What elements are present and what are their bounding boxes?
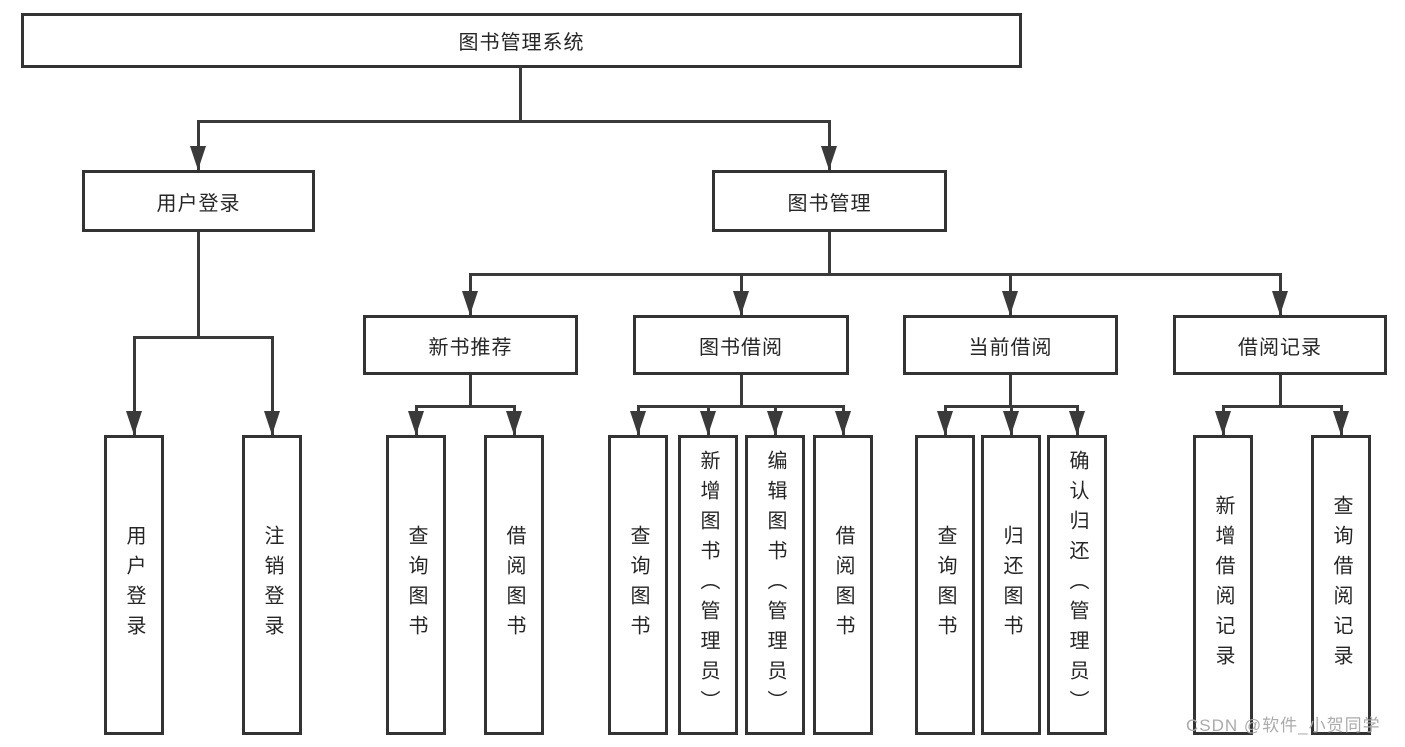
csdn-watermark: CSDN @软件_小贺同学 bbox=[1186, 716, 1381, 735]
connector-book-borrow-splitter bbox=[637, 405, 845, 408]
arrow-down-icon bbox=[1002, 291, 1018, 315]
arrow-down-icon bbox=[630, 411, 646, 435]
connector-root-splitter bbox=[197, 120, 831, 123]
connector-current-borrow-stem bbox=[1009, 375, 1012, 405]
node-new-book-recommend: 新书推荐 bbox=[363, 315, 578, 375]
node-borrow-records: 借阅记录 bbox=[1173, 315, 1387, 375]
connector-drop-book-management bbox=[828, 120, 831, 170]
connector-drop-leaf bbox=[133, 336, 136, 435]
leaf-query-books-current-label: 查询图书 bbox=[934, 525, 956, 645]
arrow-down-icon bbox=[821, 146, 837, 170]
arrow-down-icon bbox=[408, 411, 424, 435]
leaf-add-books-admin: 新增图书（管理员） bbox=[678, 435, 738, 735]
arrow-down-icon bbox=[1003, 411, 1019, 435]
leaf-borrow-books-recommend: 借阅图书 bbox=[484, 435, 544, 735]
arrow-down-icon bbox=[462, 291, 478, 315]
arrow-down-icon bbox=[733, 291, 749, 315]
node-borrow-records-label: 借阅记录 bbox=[1238, 336, 1322, 359]
arrow-down-icon bbox=[767, 411, 783, 435]
node-book-borrow-label: 图书借阅 bbox=[699, 336, 783, 359]
connector-book-management-splitter bbox=[469, 273, 1281, 276]
node-root-label: 图书管理系统 bbox=[458, 32, 585, 54]
connector-user-login-stem bbox=[197, 232, 200, 336]
leaf-logout: 注销登录 bbox=[242, 435, 302, 735]
arrow-down-icon bbox=[126, 411, 142, 435]
leaf-query-borrow-record-label: 查询借阅记录 bbox=[1330, 495, 1352, 675]
node-current-borrow-label: 当前借阅 bbox=[968, 336, 1053, 359]
leaf-confirm-return-admin: 确认归还（管理员） bbox=[1047, 435, 1107, 735]
leaf-logout-label: 注销登录 bbox=[261, 525, 283, 645]
leaf-confirm-return-admin-label: 确认归还（管理员） bbox=[1066, 450, 1088, 720]
leaf-query-books-borrow: 查询图书 bbox=[608, 435, 668, 735]
arrow-down-icon bbox=[700, 411, 716, 435]
arrow-down-icon bbox=[1333, 411, 1349, 435]
leaf-add-books-admin-label: 新增图书（管理员） bbox=[697, 450, 719, 720]
arrow-down-icon bbox=[937, 411, 953, 435]
arrow-down-icon bbox=[1272, 291, 1288, 315]
connector-borrow-records-stem bbox=[1279, 375, 1282, 405]
connector-new-book-recommend-splitter bbox=[415, 405, 515, 408]
arrow-down-icon bbox=[190, 146, 206, 170]
node-user-login-label: 用户登录 bbox=[156, 192, 241, 215]
leaf-add-borrow-record-label: 新增借阅记录 bbox=[1212, 495, 1234, 675]
connector-drop-leaf bbox=[271, 336, 274, 435]
node-book-management-label: 图书管理 bbox=[787, 192, 872, 215]
arrow-down-icon bbox=[264, 411, 280, 435]
node-new-book-recommend-label: 新书推荐 bbox=[428, 336, 513, 359]
node-book-management: 图书管理 bbox=[712, 170, 947, 232]
leaf-return-books: 归还图书 bbox=[981, 435, 1041, 735]
leaf-user-login-label: 用户登录 bbox=[123, 525, 145, 645]
node-book-borrow: 图书借阅 bbox=[633, 315, 849, 375]
connector-new-book-recommend-stem bbox=[469, 375, 472, 405]
leaf-user-login: 用户登录 bbox=[104, 435, 164, 735]
arrow-down-icon bbox=[1215, 411, 1231, 435]
leaf-query-books-recommend-label: 查询图书 bbox=[405, 525, 427, 645]
leaf-borrow-books-label: 借阅图书 bbox=[832, 525, 854, 645]
connector-user-login-splitter bbox=[133, 336, 273, 339]
arrow-down-icon bbox=[506, 411, 522, 435]
leaf-query-borrow-record: 查询借阅记录 bbox=[1311, 435, 1371, 735]
node-current-borrow: 当前借阅 bbox=[903, 315, 1118, 375]
arrow-down-icon bbox=[1069, 411, 1085, 435]
node-root: 图书管理系统 bbox=[21, 13, 1022, 68]
leaf-query-books-borrow-label: 查询图书 bbox=[627, 525, 649, 645]
leaf-borrow-books: 借阅图书 bbox=[813, 435, 873, 735]
node-user-login: 用户登录 bbox=[82, 170, 315, 232]
leaf-query-books-current: 查询图书 bbox=[915, 435, 975, 735]
connector-book-management-stem bbox=[828, 232, 831, 273]
leaf-query-books-recommend: 查询图书 bbox=[386, 435, 446, 735]
leaf-borrow-books-recommend-label: 借阅图书 bbox=[503, 525, 525, 645]
leaf-add-borrow-record: 新增借阅记录 bbox=[1193, 435, 1253, 735]
connector-root-stem bbox=[519, 66, 522, 120]
connector-drop-user-login bbox=[197, 120, 200, 170]
leaf-edit-books-admin-label: 编辑图书（管理员） bbox=[764, 450, 786, 720]
connector-borrow-records-splitter bbox=[1222, 405, 1342, 408]
arrow-down-icon bbox=[835, 411, 851, 435]
connector-book-borrow-stem bbox=[740, 375, 743, 405]
leaf-return-books-label: 归还图书 bbox=[1000, 525, 1022, 645]
leaf-edit-books-admin: 编辑图书（管理员） bbox=[745, 435, 805, 735]
